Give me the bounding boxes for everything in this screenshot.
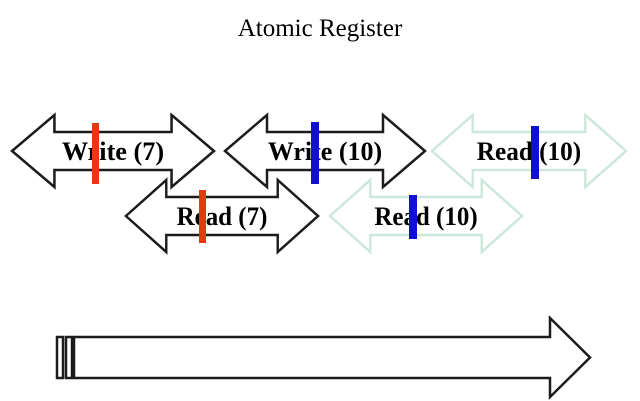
- arrow-read-7: Read (7): [124, 177, 320, 255]
- linearization-marker-write-7: [92, 123, 99, 184]
- linearization-marker-read-10-bottom: [409, 195, 417, 239]
- operation-label: Write (7): [62, 137, 164, 166]
- timeline-arrow-shape: [72, 315, 592, 400]
- double-arrow-shape: [10, 112, 216, 190]
- arrow-read-10-bottom: Read (10): [328, 177, 524, 255]
- double-arrow-shape: [124, 177, 320, 255]
- timeline-tail-stripe-2: [64, 335, 74, 380]
- double-arrow-shape: [328, 177, 524, 255]
- timeline-tail-stripe-1: [55, 335, 65, 380]
- operation-label: Read (10): [477, 137, 581, 166]
- operation-label: Read (10): [374, 202, 477, 232]
- linearization-marker-read-7: [199, 190, 206, 243]
- arrow-write-10: Write (10): [223, 112, 427, 190]
- double-arrow-shape: [223, 112, 427, 190]
- arrow-read-10-top: Read (10): [430, 112, 628, 190]
- linearization-marker-write-10: [311, 122, 319, 184]
- operation-label: Write (10): [268, 137, 382, 166]
- arrow-write-7: Write (7): [10, 112, 216, 190]
- page-title: Atomic Register: [237, 15, 403, 42]
- linearization-marker-read-10-top: [531, 126, 539, 179]
- double-arrow-shape: [430, 112, 628, 190]
- operation-label: Read (7): [177, 202, 268, 232]
- timeline-arrow: [55, 315, 592, 400]
